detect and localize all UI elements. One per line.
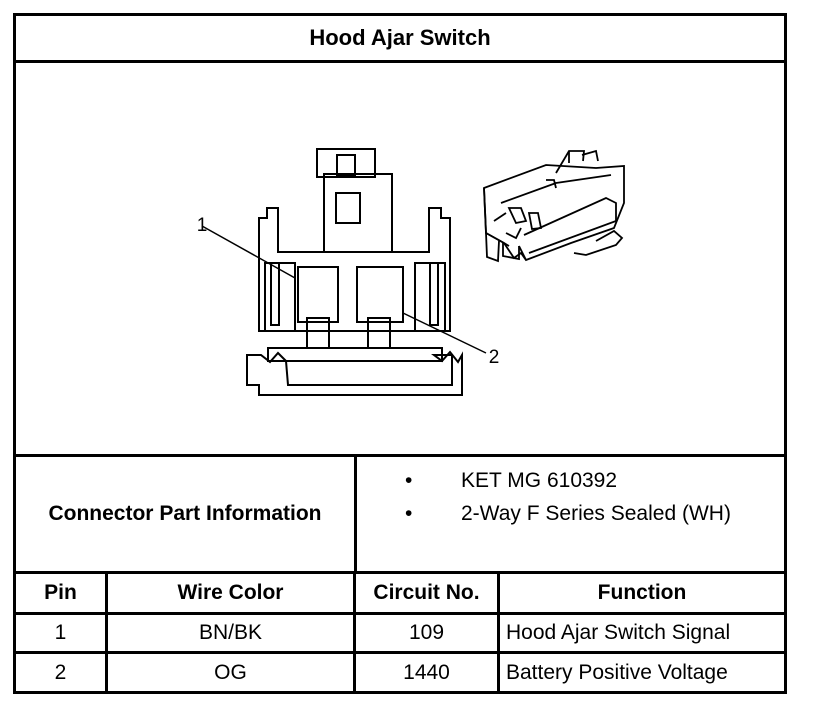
connector-isometric-view <box>483 149 625 263</box>
part-info-list: • KET MG 610392 • 2-Way F Series Sealed … <box>357 457 784 571</box>
row-divider <box>16 612 784 615</box>
header-pin: Pin <box>44 581 77 604</box>
header-function: Function <box>597 581 687 604</box>
row1-pin: 1 <box>54 621 67 644</box>
row2-circuit-no: 1440 <box>403 660 450 684</box>
connector-face-view <box>201 148 487 396</box>
header-wire-color: Wire Color <box>177 581 284 604</box>
header-circuit-no: Circuit No. <box>373 581 480 604</box>
row1-circuit-no: 109 <box>408 621 445 644</box>
column-divider <box>105 574 108 691</box>
connector-description: 2-Way F Series Sealed (WH) <box>461 502 731 525</box>
row1-function: Hood Ajar Switch Signal <box>506 621 731 644</box>
part-number: KET MG 610392 <box>461 469 618 492</box>
row2-function: Battery Positive Voltage <box>506 660 728 684</box>
column-divider <box>353 574 356 691</box>
callout-1: 1 <box>197 215 208 236</box>
row-divider <box>16 651 784 654</box>
sheet-title: Hood Ajar Switch <box>16 16 784 63</box>
pin-table: Pin Wire Color Circuit No. Function 1 BN… <box>16 574 784 691</box>
row1-wire-color: BN/BK <box>198 621 263 644</box>
bullet-glyph: • <box>405 502 413 525</box>
bullet-glyph: • <box>405 469 413 492</box>
callout-2: 2 <box>489 347 500 368</box>
connector-part-information: Connector Part Information • KET MG 6103… <box>16 454 784 574</box>
row2-wire-color: OG <box>214 660 247 684</box>
row2-pin: 2 <box>54 660 67 684</box>
part-info-label: Connector Part Information <box>16 457 357 571</box>
connector-drawing: 1 2 <box>16 63 784 454</box>
connector-info-sheet: Hood Ajar Switch 1 <box>13 13 787 694</box>
column-divider <box>497 574 500 691</box>
